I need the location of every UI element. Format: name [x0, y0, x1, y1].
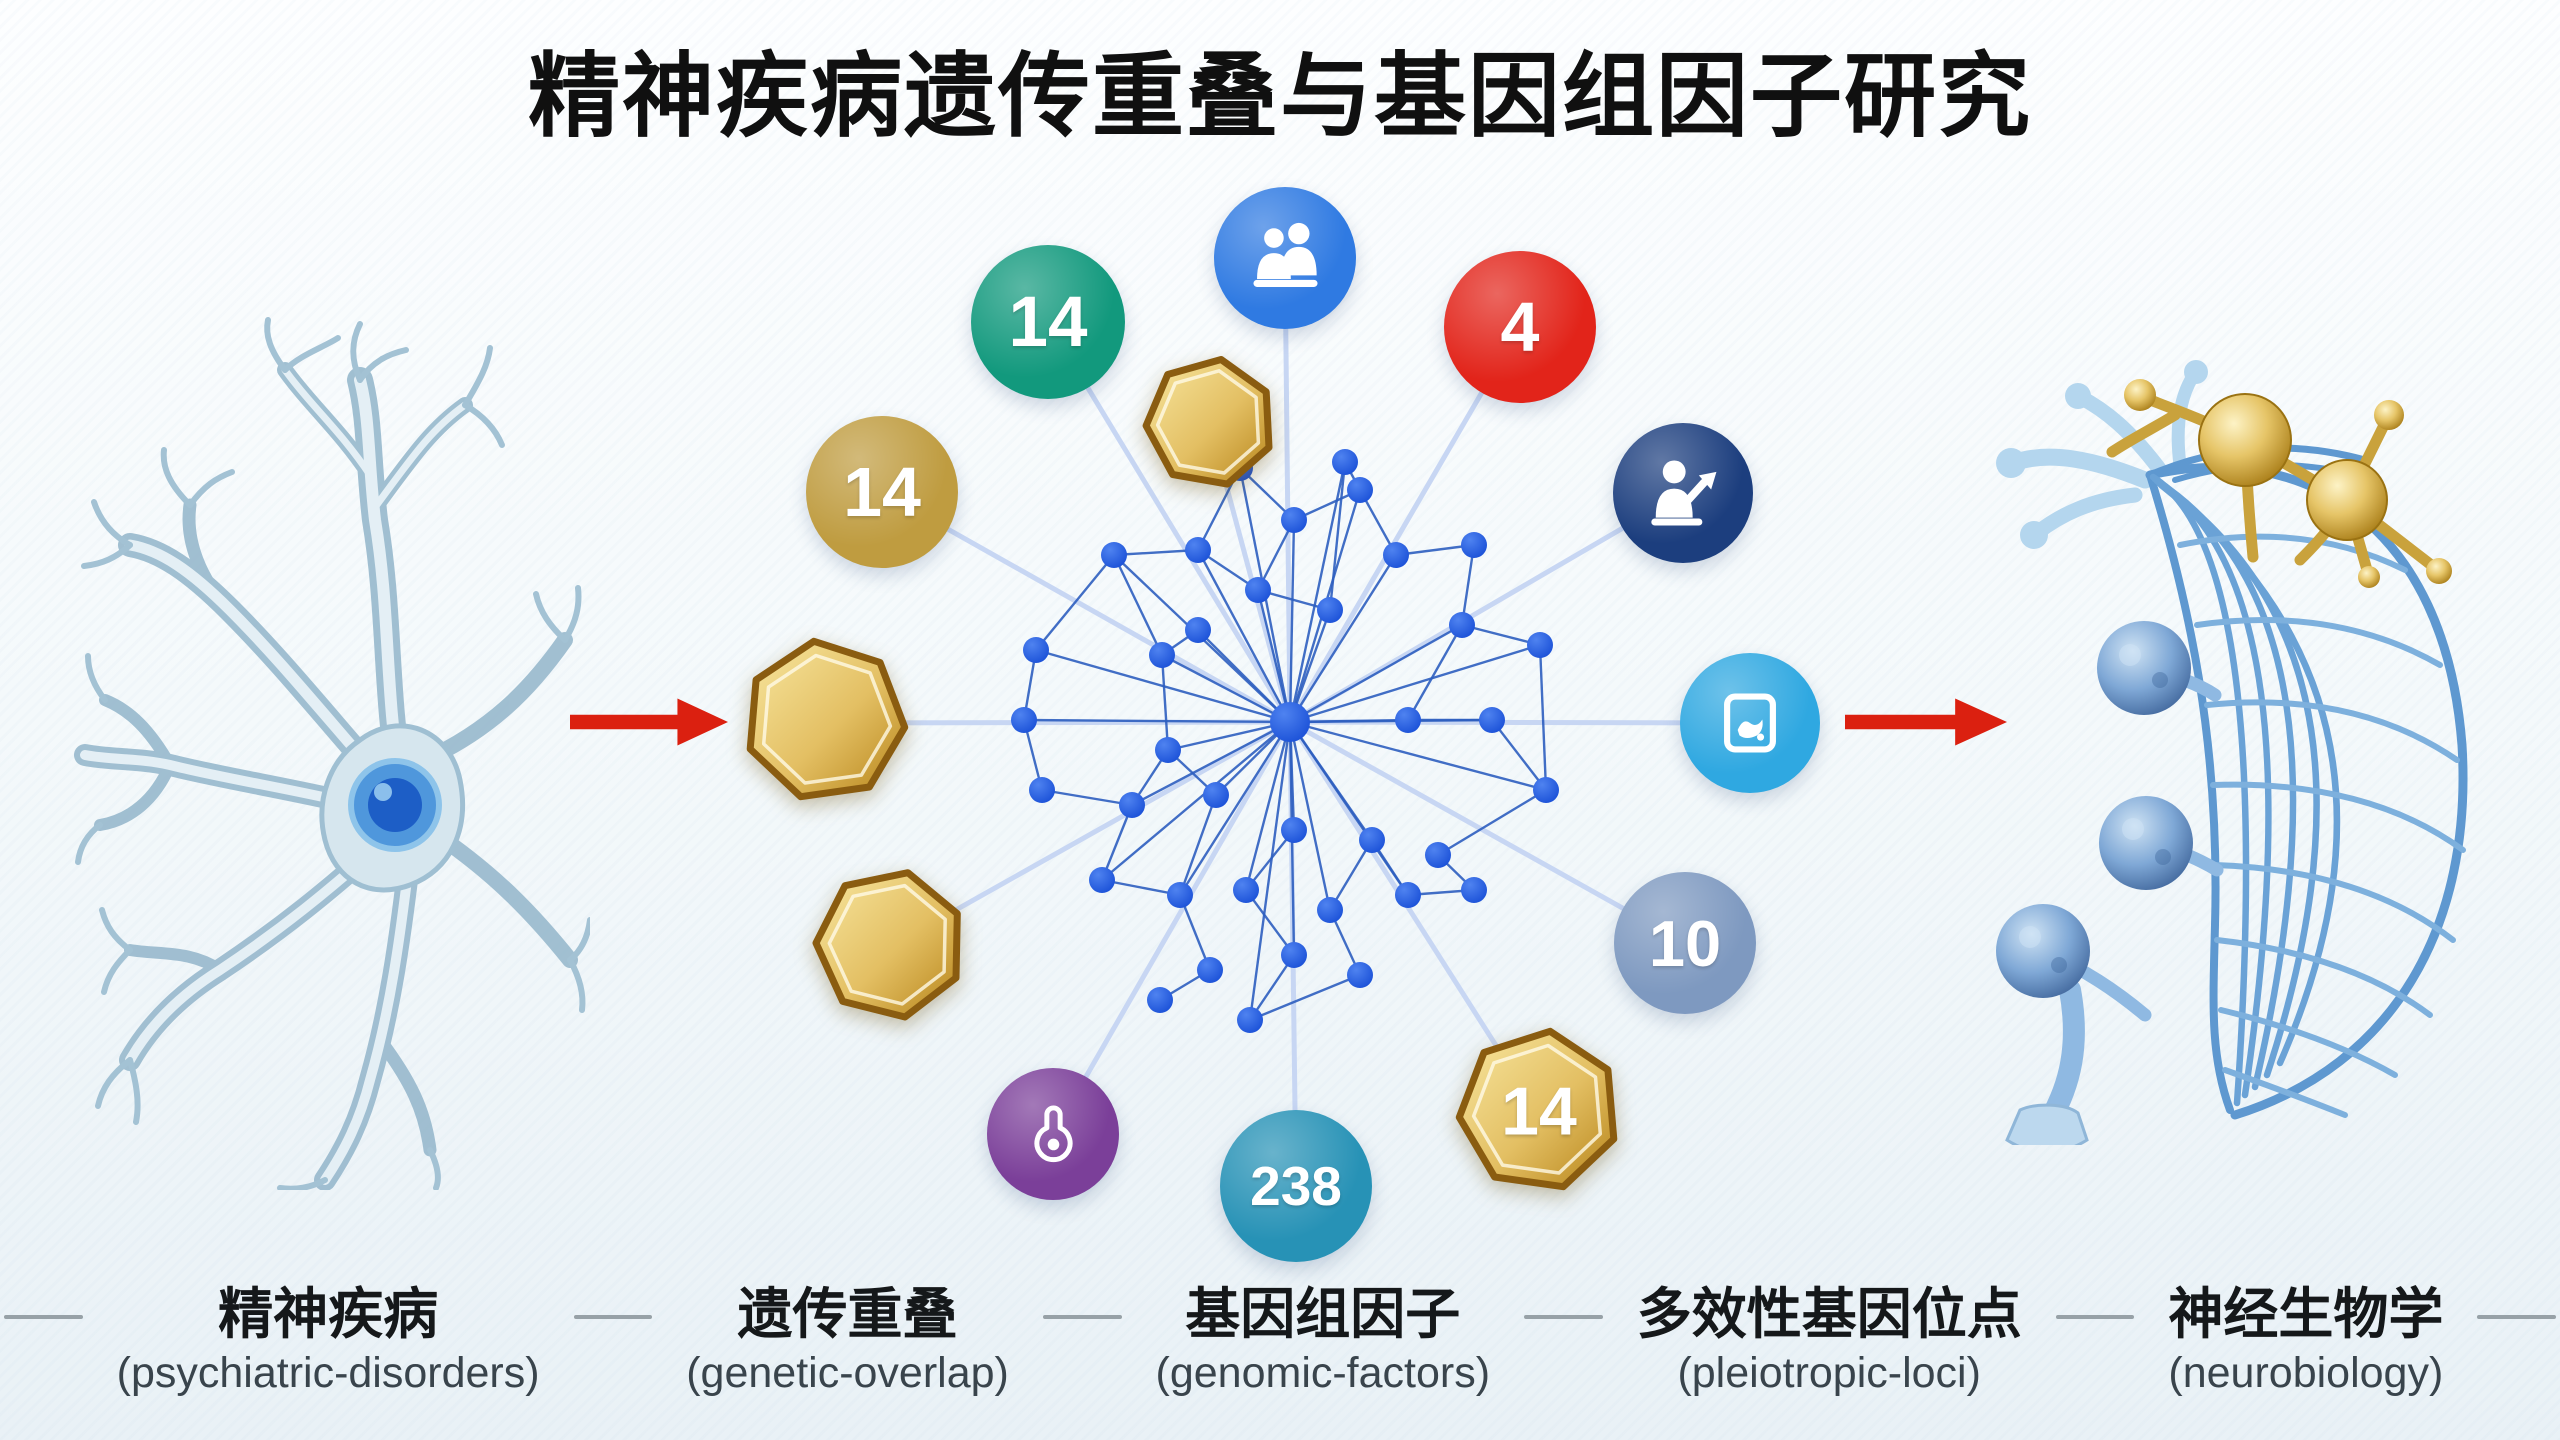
badge-image-file: [1680, 653, 1820, 793]
divider-line: [4, 1315, 83, 1319]
label-zh: 基因组因子: [1185, 1283, 1461, 1345]
badge-slate-10-value: 10: [1648, 906, 1722, 980]
network-node: [1155, 737, 1181, 763]
label-en: (psychiatric-disorders): [116, 1349, 540, 1398]
badge-heptagon-bottom-left: [806, 861, 974, 1034]
family-icon: [1252, 222, 1318, 287]
network-node: [1359, 827, 1385, 853]
network-node: [1347, 962, 1373, 988]
network-node: [1527, 632, 1553, 658]
gold-molecule: [2106, 379, 2452, 588]
network-node: [1147, 987, 1173, 1013]
label-neurobiology: 神经生物学 (neurobiology): [2160, 1283, 2451, 1398]
network-node: [1245, 577, 1271, 603]
badge-gold-14-value: 14: [843, 453, 921, 531]
network-node: [1317, 597, 1343, 623]
badge-teal-238: 238: [1220, 1110, 1372, 1262]
badge-gold-14: 14: [806, 416, 958, 568]
network-node: [1149, 642, 1175, 668]
network-node: [1203, 782, 1229, 808]
divider-line: [573, 1315, 653, 1319]
label-pleiotropic-loci: 多效性基因位点 (pleiotropic-loci): [1629, 1283, 2030, 1398]
network-node: [1167, 882, 1193, 908]
badge-slate-10: 10: [1614, 872, 1756, 1014]
network-node: [1395, 882, 1421, 908]
label-en: (pleiotropic-loci): [1677, 1349, 1981, 1398]
badge-red-4: 4: [1444, 251, 1596, 403]
image-file-icon: [1724, 693, 1776, 753]
label-zh: 多效性基因位点: [1636, 1283, 2022, 1345]
label-zh: 精神疾病: [218, 1283, 439, 1345]
network-node: [1023, 637, 1049, 663]
badge-flask: [987, 1068, 1119, 1200]
divider-line: [1524, 1315, 1603, 1319]
badge-family: [1214, 187, 1356, 329]
label-psychiatric-disorders: 精神疾病 (psychiatric-disorders): [109, 1283, 548, 1398]
badge-teal-238-value: 238: [1250, 1154, 1342, 1217]
network-hub-node: [1270, 702, 1310, 742]
network-node: [1395, 707, 1421, 733]
network-node: [1237, 1007, 1263, 1033]
network-node: [1332, 449, 1358, 475]
badge-heptagon-14: 14: [1449, 1021, 1629, 1206]
label-en: (neurobiology): [2168, 1349, 2444, 1398]
badge-heptagon-left: [735, 631, 915, 816]
network-node: [1185, 617, 1211, 643]
network-node: [1533, 777, 1559, 803]
badge-person-trend: [1613, 423, 1753, 563]
network-nodes: [1011, 449, 1559, 1033]
network-node: [1101, 542, 1127, 568]
network-node: [1281, 507, 1307, 533]
badge-heptagon-14-value: 14: [1501, 1073, 1577, 1149]
divider-line: [2055, 1315, 2135, 1319]
label-genomic-factors: 基因组因子 (genomic-factors): [1148, 1283, 1499, 1398]
network-node: [1029, 777, 1055, 803]
network-node: [1281, 817, 1307, 843]
badge-heptagon-top: [1136, 349, 1284, 502]
divider-line: [2477, 1315, 2556, 1319]
badge-green-14: 14: [971, 245, 1125, 399]
network-node: [1383, 542, 1409, 568]
label-genetic-overlap: 遗传重叠 (genetic-overlap): [678, 1283, 1017, 1398]
flask-icon: [1033, 1104, 1073, 1162]
badge-green-14-value: 14: [1008, 282, 1088, 362]
label-en: (genetic-overlap): [686, 1349, 1009, 1398]
network-node: [1449, 612, 1475, 638]
person-trend-icon: [1651, 460, 1717, 526]
neuron-dendrites: [74, 317, 590, 1190]
neurobiology-illustration: [1996, 360, 2468, 1145]
label-en: (genomic-factors): [1155, 1349, 1491, 1398]
network-node: [1185, 537, 1211, 563]
network-node: [1425, 842, 1451, 868]
network-node: [1461, 877, 1487, 903]
badge-red-4-value: 4: [1500, 288, 1540, 366]
network-node: [1347, 477, 1373, 503]
network-node: [1281, 942, 1307, 968]
network-node: [1233, 877, 1259, 903]
neuron-nucleus: [348, 758, 442, 852]
network-node: [1197, 957, 1223, 983]
page-title: 精神疾病遗传重叠与基因组因子研究: [527, 46, 2032, 148]
network-node: [1119, 792, 1145, 818]
label-zh: 遗传重叠: [737, 1283, 958, 1345]
network-node: [1089, 867, 1115, 893]
network-node: [1317, 897, 1343, 923]
divider-line: [1042, 1315, 1122, 1319]
neuron-illustration: [74, 317, 590, 1190]
synaptic-spheres: [1996, 621, 2224, 1145]
network-node: [1461, 532, 1487, 558]
network-node: [1479, 707, 1505, 733]
legend-row: 精神疾病 (psychiatric-disorders) 遗传重叠 (genet…: [0, 1283, 2560, 1398]
label-zh: 神经生物学: [2168, 1283, 2444, 1345]
network-node: [1011, 707, 1037, 733]
